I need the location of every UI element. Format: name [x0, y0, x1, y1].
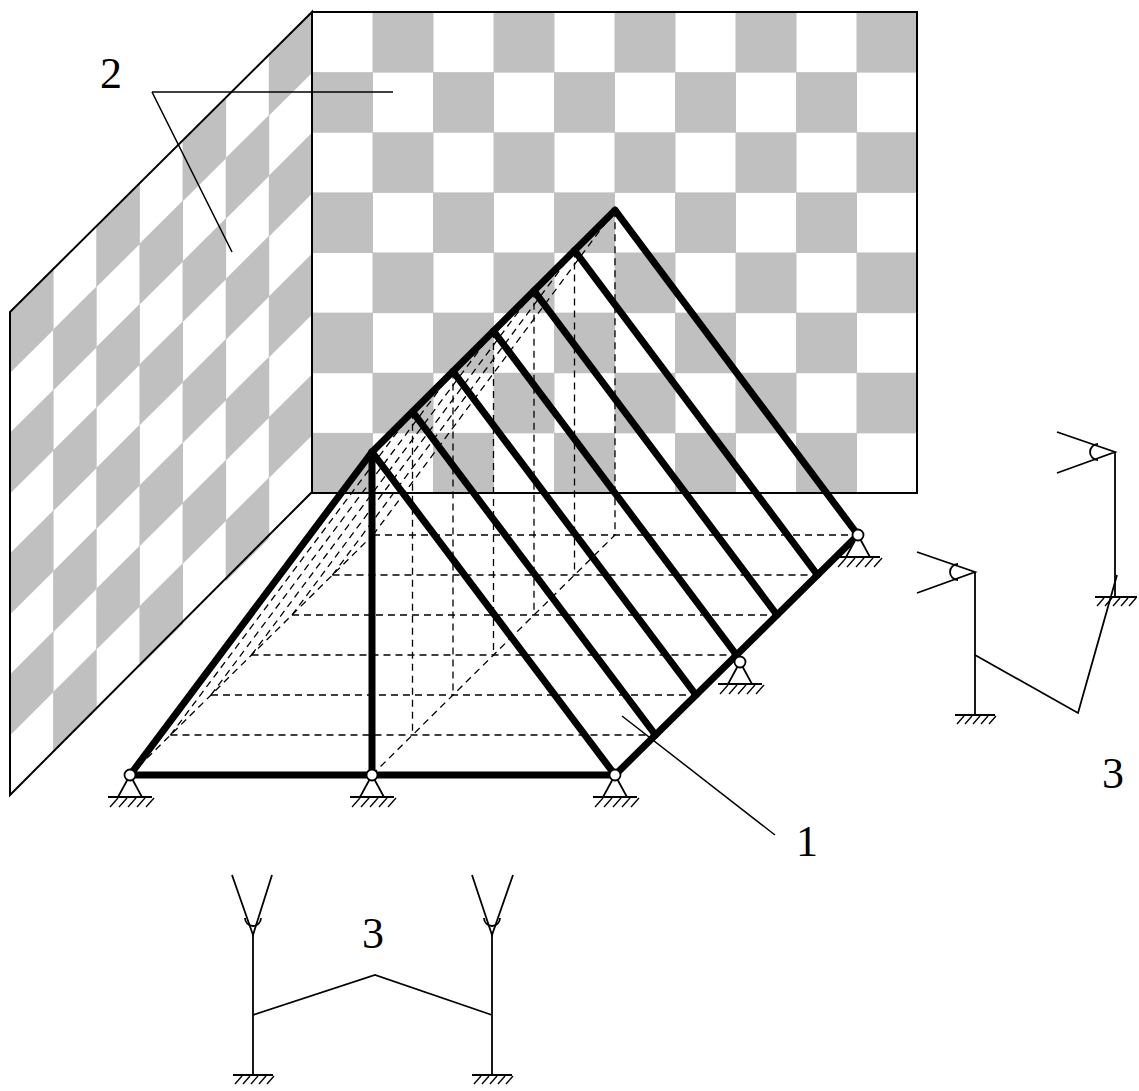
callout-number: 3: [362, 912, 384, 956]
frame-structure: [130, 210, 858, 775]
checker-screen: [10, 12, 312, 796]
screen-outline: [10, 12, 312, 795]
support-symbols: [108, 530, 880, 798]
callout-number: 3: [1102, 752, 1124, 796]
callout-number: 2: [100, 52, 122, 96]
hidden-lines: [130, 210, 858, 775]
leader-lines: [152, 92, 775, 835]
ground-hatch: [110, 558, 1136, 1084]
callout-number: 1: [796, 820, 818, 864]
camera-stands: [232, 432, 1137, 1075]
